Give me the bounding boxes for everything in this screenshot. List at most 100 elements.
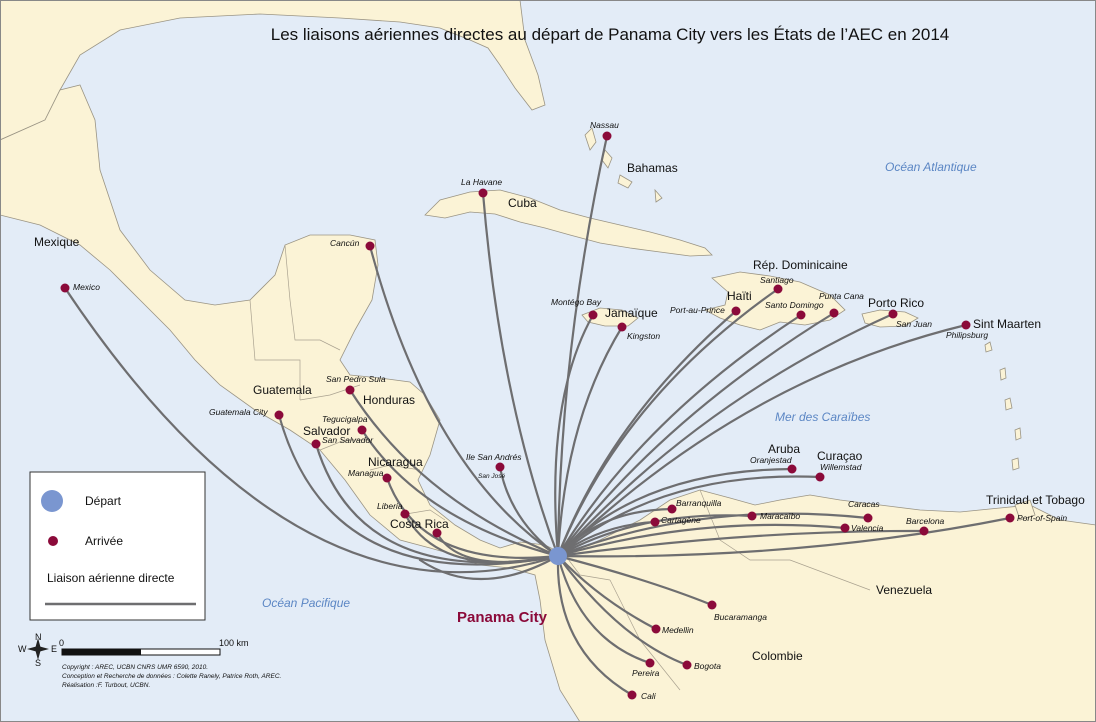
- route-kingston: [556, 325, 624, 558]
- dot-san-salvador[interactable]: [311, 439, 321, 449]
- dot-san-jose[interactable]: [432, 528, 442, 538]
- country-label-costa-rica: Costa Rica: [390, 517, 449, 531]
- dot-santiago[interactable]: [773, 284, 783, 294]
- compass-e-label: E: [51, 644, 57, 654]
- dot-liberia[interactable]: [400, 509, 410, 519]
- dot-cali[interactable]: [627, 690, 637, 700]
- dot-mexico[interactable]: [60, 283, 70, 293]
- country-label-venezuela: Venezuela: [876, 583, 932, 597]
- route-ile-san-andres: [498, 465, 560, 558]
- route-punta-cana: [556, 311, 836, 558]
- dot-medellin[interactable]: [651, 624, 661, 634]
- legend-hub-symbol: [41, 490, 63, 512]
- dot-cartagene[interactable]: [650, 517, 660, 527]
- dot-ile-san-andres[interactable]: [495, 462, 505, 472]
- city-label-liberia: Liberia: [377, 501, 403, 511]
- city-label-san-jose: San José: [478, 473, 505, 480]
- city-label-valencia: Valencia: [851, 523, 884, 533]
- map-title: Les liaisons aériennes directes au dépar…: [271, 25, 950, 44]
- city-label-kingston: Kingston: [627, 331, 660, 341]
- land-cuba: [424, 189, 713, 257]
- credit-line-1: Copyright : AREC, UCBN CNRS UMR 6590, 20…: [62, 664, 208, 671]
- city-label-santiago: Santiago: [760, 275, 794, 285]
- country-label-salvador: Salvador: [303, 424, 350, 438]
- dot-maracaibo[interactable]: [747, 511, 757, 521]
- city-label-medellin: Medellin: [662, 625, 694, 635]
- land-lesser-antilles: [984, 341, 1036, 521]
- dot-san-pedro-sula[interactable]: [345, 385, 355, 395]
- city-label-san-juan: San Juan: [896, 319, 932, 329]
- dot-san-juan[interactable]: [888, 309, 898, 319]
- city-label-cartagene: Cartagène: [661, 515, 701, 525]
- dot-cancun[interactable]: [365, 241, 375, 251]
- route-nassau: [556, 134, 609, 558]
- route-tegucigalpa: [360, 428, 560, 558]
- dot-guatemala-city[interactable]: [274, 410, 284, 420]
- route-cali: [556, 554, 634, 697]
- route-pereira: [556, 554, 652, 665]
- dot-tegucigalpa[interactable]: [357, 425, 367, 435]
- city-label-la-havane: La Havane: [461, 177, 502, 187]
- dot-barranquilla[interactable]: [667, 504, 677, 514]
- scale-bar-fill: [62, 649, 141, 655]
- dot-montego-bay[interactable]: [588, 310, 598, 320]
- city-label-montego-bay: Montégo Bay: [551, 297, 602, 307]
- scale-end-label: 100 km: [219, 638, 249, 648]
- country-label-honduras: Honduras: [363, 393, 415, 407]
- route-cancun: [368, 244, 560, 558]
- route-san-jose: [435, 531, 560, 563]
- dot-barcelona[interactable]: [919, 526, 929, 536]
- city-label-guatemala-city: Guatemala City: [209, 407, 268, 417]
- route-barranquilla: [556, 507, 674, 558]
- ocean-labels: Océan Atlantique Mer des Caraïbes Océan …: [262, 160, 977, 610]
- land-usa: [0, 0, 546, 141]
- credit-line-3: Réalisation :F. Turbout, UCBN.: [62, 682, 150, 689]
- route-san-juan: [556, 312, 895, 558]
- dot-valencia[interactable]: [840, 523, 850, 533]
- dot-philipsburg[interactable]: [961, 320, 971, 330]
- city-label-punta-cana: Punta Cana: [819, 291, 864, 301]
- dot-la-havane[interactable]: [478, 188, 488, 198]
- dot-nassau[interactable]: [602, 131, 612, 141]
- city-label-bogota: Bogota: [694, 661, 721, 671]
- dot-oranjestad[interactable]: [787, 464, 797, 474]
- city-label-nassau: Nassau: [590, 120, 619, 130]
- compass-s-label: S: [35, 658, 41, 668]
- route-managua: [385, 476, 560, 559]
- dot-punta-cana[interactable]: [829, 308, 839, 318]
- ocean-label-caraibes: Mer des Caraïbes: [775, 410, 870, 424]
- city-label-caracas: Caracas: [848, 499, 880, 509]
- route-santo-domingo: [556, 313, 803, 558]
- city-label-ile-san-andres: Ile San Andrés: [466, 452, 522, 462]
- dot-caracas[interactable]: [863, 513, 873, 523]
- dot-bucaramanga[interactable]: [707, 600, 717, 610]
- dot-kingston[interactable]: [617, 322, 627, 332]
- route-bogota: [556, 554, 689, 667]
- city-label-managua: Managua: [348, 468, 384, 478]
- ocean-label-atlantique: Océan Atlantique: [885, 160, 977, 174]
- dot-port-au-prince[interactable]: [731, 306, 741, 316]
- city-labels: Mexico Cancún Guatemala City San Pedro S…: [73, 120, 1067, 701]
- country-label-jamaique: Jamaïque: [605, 306, 658, 320]
- city-label-tegucigalpa: Tegucigalpa: [322, 414, 368, 424]
- scale-start-label: 0: [59, 638, 64, 648]
- dot-pereira[interactable]: [645, 658, 655, 668]
- dot-port-of-spain[interactable]: [1005, 513, 1015, 523]
- dot-managua[interactable]: [382, 473, 392, 483]
- route-valencia: [556, 523, 847, 558]
- dot-willemstad[interactable]: [815, 472, 825, 482]
- country-label-rep-dominicaine: Rép. Dominicaine: [753, 258, 848, 272]
- route-santiago: [556, 287, 780, 558]
- legend-depart-label: Départ: [85, 494, 122, 508]
- legend-arrivee-label: Arrivée: [85, 534, 123, 548]
- ocean-label-pacifique: Océan Pacifique: [262, 596, 350, 610]
- dot-bogota[interactable]: [682, 660, 692, 670]
- land-hispaniola: [703, 271, 846, 331]
- route-bucaramanga: [556, 554, 714, 607]
- dot-santo-domingo[interactable]: [796, 310, 806, 320]
- hub-dot-panama-city[interactable]: [549, 547, 567, 565]
- routes-layer: [63, 134, 1012, 697]
